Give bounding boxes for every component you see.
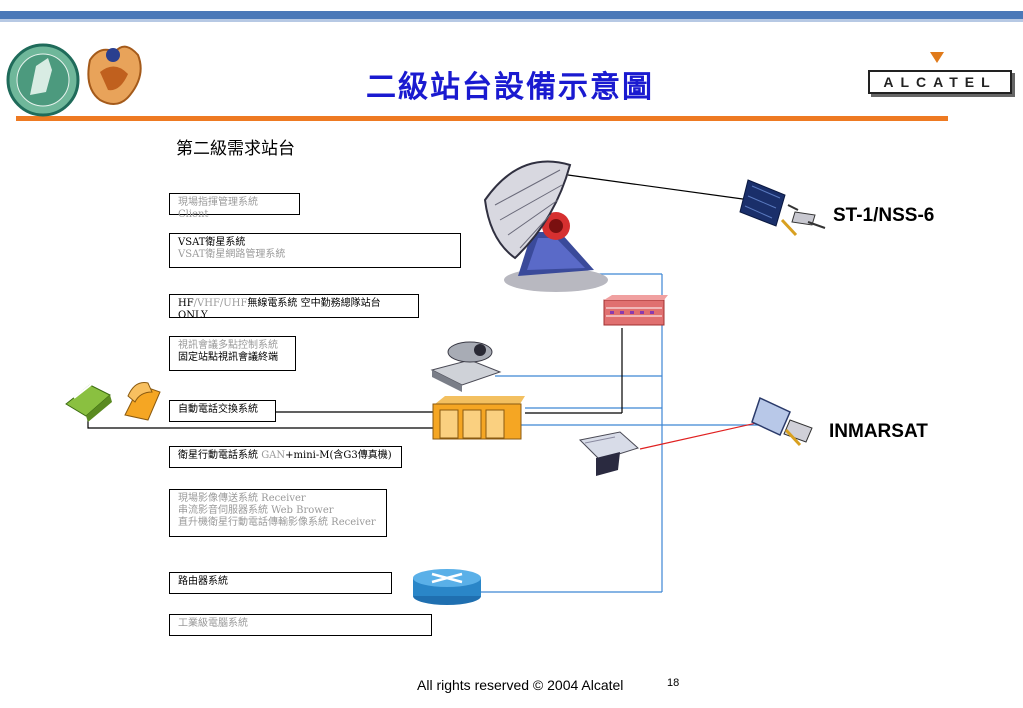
footer-copyright: All rights reserved © 2004 Alcatel [417,677,624,693]
box-video: 視訊會議多點控制系統 固定站點視訊會議終端 [169,336,296,371]
page-number: 18 [667,677,680,689]
box-hf-p3: 無線電系統 空中勤務總隊站台ONLY [178,298,381,321]
pbx-switch-icon [432,396,525,440]
box-router: 路由器系統 [169,572,392,594]
box-client-label: 現場指揮管理系統 Client [178,197,258,220]
box-router-label: 路由器系統 [178,576,228,587]
box-pc-label: 工業級電腦系統 [178,618,248,629]
telephone-icon [124,382,161,421]
box-hf-p1: HF [178,298,194,309]
header-band [0,11,1023,19]
router-icon [413,569,481,605]
network-links [87,174,771,593]
alcatel-triangle-icon [930,52,944,63]
box-video-line1: 視訊會議多點控制系統 [178,340,278,351]
box-satphone-p3: +mini-M(含G3傳真機) [285,450,392,461]
box-stream-line1: 現場影像傳送系統 Receiver [178,493,306,504]
box-video-line2: 固定站點視訊會議終端 [178,352,278,363]
alcatel-logo: ALCATEL [868,70,1012,94]
box-stream-line3: 直升機衛星行動電話傳輸影像系統 Receiver [178,517,376,528]
satellite-st1-label: ST-1/NSS-6 [833,205,935,226]
phoenix-emblem-icon [87,45,142,105]
box-stream: 現場影像傳送系統 Receiver 串流影音伺服器系統 Web Brower 直… [169,489,387,537]
box-client: 現場指揮管理系統 Client [169,193,300,220]
box-hf-p2: /VHF/UHF [193,298,248,309]
box-pbx: 自動電話交換系統 [169,400,276,422]
satellite-phone-terminal-icon [578,431,639,476]
video-conference-icon [430,341,502,392]
satellite-st1-icon [739,179,826,237]
box-stream-line2: 串流影音伺服器系統 Web Brower [178,505,334,516]
box-vsat: VSAT衛星系統 VSAT衛星網路管理系統 [169,233,461,268]
box-satphone: 衛星行動電話系統 GAN+mini-M(含G3傳真機) [169,446,402,468]
box-hf: HF/VHF/UHF無線電系統 空中勤務總隊站台ONLY [169,294,419,321]
page-title: 二級站台設備示意圖 [366,70,654,105]
satellite-dish-icon [483,160,608,292]
box-satphone-p2: GAN [261,450,286,461]
agency-seal-icon [6,43,80,117]
box-vsat-line1: VSAT衛星系統 [178,237,246,248]
box-pc: 工業級電腦系統 [169,614,432,636]
satellite-inmarsat-icon [751,396,813,447]
page-subtitle: 第二級需求站台 [176,139,295,159]
box-pbx-label: 自動電話交換系統 [178,404,258,415]
fax-machine-icon [65,382,112,422]
orange-rule [16,116,948,121]
box-vsat-line2: VSAT衛星網路管理系統 [178,249,286,260]
box-satphone-p1: 衛星行動電話系統 [178,450,262,461]
network-hub-icon [603,295,668,326]
satellite-inmarsat-label: INMARSAT [829,421,928,442]
header-band-light [0,19,1023,22]
